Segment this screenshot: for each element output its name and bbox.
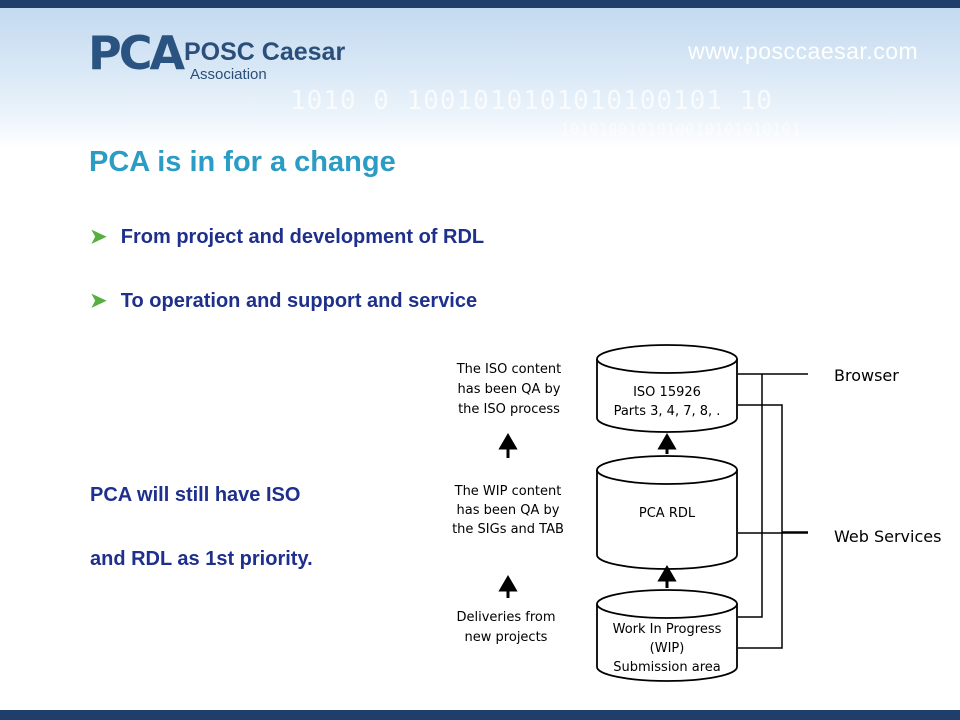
caption-iso-content: The ISO content has been QA by the ISO p…: [456, 362, 562, 417]
svg-text:The WIP content: The WIP content: [454, 484, 562, 499]
endpoint-web-services: Web Services: [834, 527, 941, 546]
arrow-up-icon: [498, 433, 518, 450]
connector-lines: [738, 373, 808, 649]
slide-title: PCA is in for a change: [89, 146, 396, 178]
arrow-bullet-icon: ➤: [90, 226, 107, 248]
connector-iso-webservices: [738, 404, 808, 533]
svg-text:the ISO process: the ISO process: [458, 402, 560, 417]
caption-deliveries: Deliveries from new projects: [456, 610, 555, 645]
bullet-text: To operation and support and service: [120, 290, 478, 312]
arrow-bullet-icon: ➤: [90, 290, 107, 312]
connector-wip-webservices: [738, 532, 783, 649]
db-label: PCA RDL: [639, 506, 696, 521]
header-banner: 1010 0 1001010101010100101 10 1010100101…: [0, 8, 960, 148]
database-pca-rdl: PCA RDL: [596, 455, 738, 570]
svg-text:Deliveries from: Deliveries from: [456, 610, 555, 625]
arrow-up-icon: [657, 565, 677, 582]
db-label: Work In Progress: [613, 622, 722, 637]
db-label: Submission area: [613, 660, 721, 675]
arrow-up-icon: [498, 575, 518, 592]
endpoint-browser: Browser: [834, 366, 899, 385]
bottom-bar: [0, 710, 960, 720]
connector-wip-browser: [738, 374, 763, 618]
bullet-item: ➤ From project and development of RDL: [90, 224, 484, 249]
priority-note-line-2: and RDL as 1st priority.: [90, 548, 313, 570]
org-name: POSC Caesar: [184, 38, 346, 66]
db-label: (WIP): [650, 641, 685, 656]
db-label: ISO 15926: [633, 385, 701, 400]
svg-text:new projects: new projects: [465, 630, 548, 645]
pca-logo: PCA: [88, 26, 185, 80]
bullet-text: From project and development of RDL: [120, 226, 485, 248]
caption-wip-content: The WIP content has been QA by the SIGs …: [452, 484, 564, 537]
org-subtitle: Association: [190, 66, 267, 83]
priority-note-line-1: PCA will still have ISO: [90, 484, 301, 506]
svg-text:has been QA by: has been QA by: [458, 382, 561, 397]
binary-decoration-secondary: 1010100101010010101010101: [560, 120, 801, 139]
arrow-up-icon: [657, 433, 677, 450]
logo-letters: PCA: [88, 26, 185, 80]
db-label: Parts 3, 4, 7, 8, .: [614, 404, 721, 419]
svg-text:the SIGs and TAB: the SIGs and TAB: [452, 522, 564, 537]
database-iso-15926: ISO 15926 Parts 3, 4, 7, 8, .: [596, 344, 738, 433]
svg-text:has been QA by: has been QA by: [457, 503, 560, 518]
flow-arrows: [498, 433, 677, 598]
binary-decoration: 1010 0 1001010101010100101 10: [290, 86, 773, 116]
svg-text:The ISO content: The ISO content: [456, 362, 562, 377]
database-wip: Work In Progress (WIP) Submission area: [596, 589, 738, 682]
website-url: www.posccaesar.com: [688, 38, 919, 64]
bullet-item: ➤ To operation and support and service: [90, 288, 477, 313]
top-bar: [0, 0, 960, 8]
